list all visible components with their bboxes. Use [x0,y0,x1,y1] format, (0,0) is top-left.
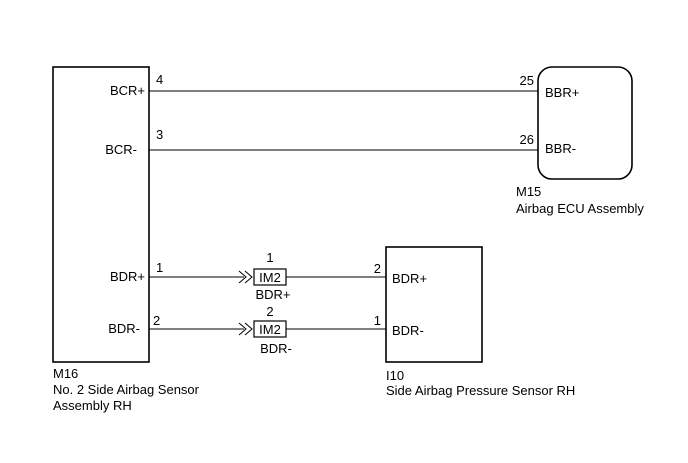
junction-connector-icon [238,270,253,284]
m16-name-line1: No. 2 Side Airbag Sensor [53,382,200,397]
m16-component-box [52,66,150,363]
i10-pin-number-1: 1 [374,313,381,328]
m15-component-box [537,66,633,180]
m15-pin-number-26: 26 [520,132,534,147]
i10-pin-bdr-plus: BDR+ [392,271,427,286]
i10-pin-number-2: 2 [374,261,381,276]
junction-connector-icon [238,322,253,336]
junction-im2-pin-1: 1 [266,250,273,265]
junction-im2-pin-2: 2 [266,304,273,319]
junction-im2-label-2: IM2 [259,322,281,337]
m16-pin-number-3: 3 [156,127,163,142]
junction-im2-label-1: IM2 [259,270,281,285]
m15-pin-number-25: 25 [520,73,534,88]
m15-pin-bbr-plus: BBR+ [545,85,579,100]
m16-name-line2: Assembly RH [53,398,132,413]
i10-component-box [385,246,483,363]
junction-im2-signal-2: BDR- [260,341,292,356]
m16-pin-number-2: 2 [153,313,160,328]
m16-pin-bcr-plus: BCR+ [110,83,145,98]
m16-pin-bdr-minus: BDR- [108,321,140,336]
junction-im2-signal-1: BDR+ [255,287,290,302]
m15-name: Airbag ECU Assembly [516,201,644,216]
m15-pin-bbr-minus: BBR- [545,141,576,156]
m16-code: M16 [53,366,78,381]
m16-pin-number-4: 4 [156,72,163,87]
m16-pin-bcr-minus: BCR- [105,142,137,157]
i10-name: Side Airbag Pressure Sensor RH [386,383,575,398]
i10-pin-bdr-minus: BDR- [392,323,424,338]
m16-pin-number-1: 1 [156,260,163,275]
m16-pin-bdr-plus: BDR+ [110,269,145,284]
m15-code: M15 [516,184,541,199]
i10-code: I10 [386,368,404,383]
